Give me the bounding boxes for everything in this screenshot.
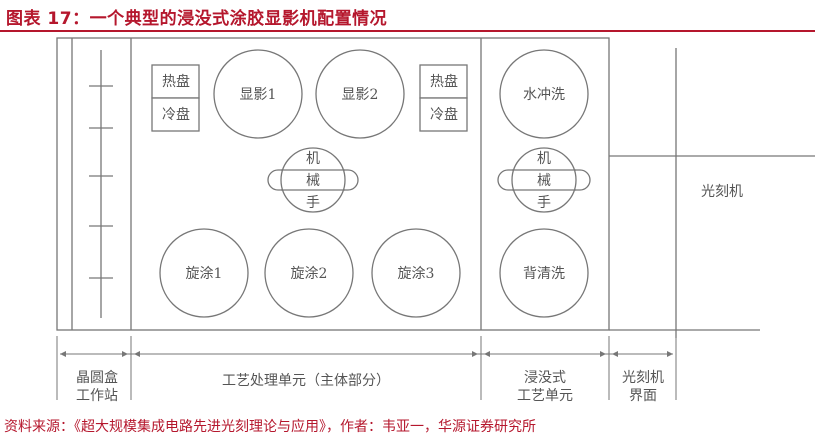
develop-1-label: 显影1 bbox=[240, 87, 277, 103]
hot-plate-right-label: 热盘 bbox=[430, 73, 458, 90]
back-clean-station bbox=[499, 228, 589, 318]
develop-2-station bbox=[315, 49, 405, 139]
cold-plate-right bbox=[419, 97, 468, 132]
title-divider bbox=[0, 30, 815, 32]
cold-plate-left bbox=[151, 97, 200, 132]
water-rinse-label: 水冲洗 bbox=[523, 87, 565, 103]
spin-coat-2-station bbox=[264, 228, 354, 318]
robot-1-char-1: 机 bbox=[306, 151, 320, 167]
hot-plate-left-label: 热盘 bbox=[162, 73, 190, 90]
lithography-machine-label: 光刻机 bbox=[701, 184, 743, 200]
spin-coat-1-label: 旋涂1 bbox=[186, 266, 223, 282]
hot-plate-left bbox=[151, 64, 200, 99]
source-note: 资料来源：《超大规模集成电路先进光刻理论与应用》，作者：韦亚一，华源证券研究所 bbox=[4, 419, 536, 435]
robot-1-body bbox=[280, 147, 346, 213]
cold-plate-right-label: 冷盘 bbox=[430, 106, 458, 123]
spin-coat-1-station bbox=[159, 228, 249, 318]
water-rinse-station bbox=[499, 49, 589, 139]
immersion-unit-label-line-1: 浸没式 bbox=[524, 370, 566, 386]
litho-interface-label-line-1: 光刻机 bbox=[622, 370, 664, 386]
robot-2-char-2: 械 bbox=[537, 173, 551, 189]
robot-2-body bbox=[511, 147, 577, 213]
figure-title: 图表 17：一个典型的浸没式涂胶显影机配置情况 bbox=[6, 9, 388, 29]
hot-plate-right bbox=[419, 64, 468, 99]
immersion-unit-label-line-2: 工艺单元 bbox=[517, 388, 573, 404]
develop-1-station bbox=[213, 49, 303, 139]
outer-frame bbox=[56, 37, 610, 331]
wafer-station-label-line-1: 晶圆盒 bbox=[76, 369, 118, 386]
cold-plate-left-label: 冷盘 bbox=[162, 106, 190, 123]
robot-1-char-2: 械 bbox=[306, 173, 320, 189]
robot-2-char-1: 机 bbox=[537, 151, 551, 167]
develop-2-label: 显影2 bbox=[342, 87, 379, 103]
spin-coat-3-station bbox=[371, 228, 461, 318]
process-unit-label: 工艺处理单元（主体部分） bbox=[222, 373, 390, 389]
wafer-station-label-line-2: 工作站 bbox=[76, 388, 118, 404]
spin-coat-2-label: 旋涂2 bbox=[291, 266, 328, 282]
litho-interface-label-line-2: 界面 bbox=[629, 388, 657, 404]
robot-1-char-3: 手 bbox=[306, 195, 320, 211]
spin-coat-3-label: 旋涂3 bbox=[398, 266, 435, 282]
back-clean-label: 背清洗 bbox=[523, 266, 565, 282]
robot-2-char-3: 手 bbox=[537, 195, 551, 211]
